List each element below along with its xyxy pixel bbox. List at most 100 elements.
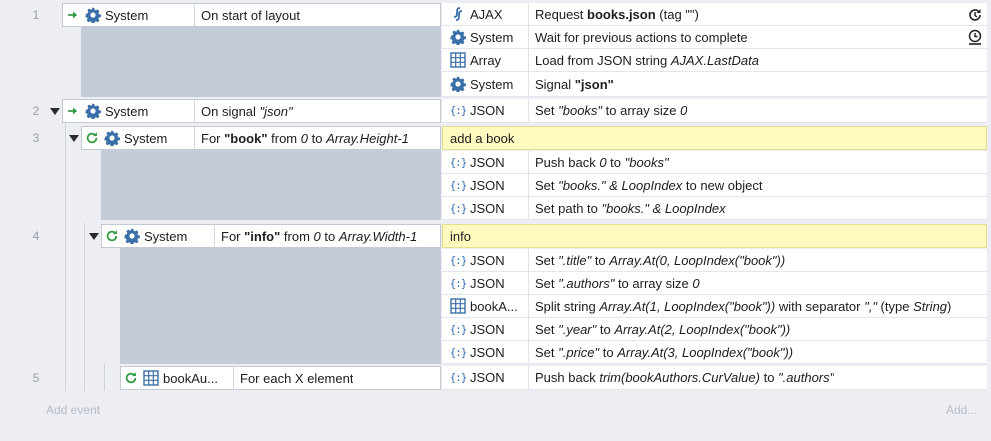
action-object: JSON bbox=[470, 321, 505, 337]
event-4-condition[interactable]: System For "info" from 0 to Array.Width-… bbox=[101, 224, 441, 248]
action-object: JSON bbox=[470, 177, 505, 193]
action-text: Set "books." & LoopIndex to new object bbox=[535, 177, 763, 193]
json-icon: {:} bbox=[449, 253, 468, 267]
grid-icon bbox=[450, 52, 466, 68]
action-text: Set ".title" to Array.At(0, LoopIndex("b… bbox=[535, 252, 786, 268]
action-row[interactable]: {:} JSON Set ".authors" to array size 0 bbox=[442, 272, 987, 295]
add-action-link[interactable]: Add... bbox=[946, 403, 978, 417]
trigger-icon bbox=[63, 4, 83, 26]
event-5-condition[interactable]: bookAu... For each X element bbox=[120, 366, 441, 390]
gear-icon bbox=[124, 228, 140, 244]
event-number: 5 bbox=[32, 371, 40, 385]
action-text: Request books.json (tag "") bbox=[535, 6, 699, 22]
event-number: 2 bbox=[32, 104, 40, 118]
action-object: JSON bbox=[470, 370, 505, 385]
action-row[interactable]: {:} JSON Set "books." & LoopIndex to new… bbox=[442, 174, 987, 197]
json-icon: {:} bbox=[449, 345, 468, 359]
loop-icon bbox=[121, 367, 141, 389]
json-icon: {:} bbox=[449, 155, 468, 169]
action-text: Set "books" to array size 0 bbox=[535, 103, 688, 118]
action-text: Push back 0 to "books" bbox=[535, 154, 669, 170]
json-icon: {:} bbox=[449, 104, 468, 117]
condition-area[interactable] bbox=[120, 248, 441, 364]
event-3-condition[interactable]: System For "book" from 0 to Array.Height… bbox=[81, 126, 441, 150]
action-text: Split string Array.At(1, LoopIndex("book… bbox=[535, 298, 952, 314]
action-object: JSON bbox=[470, 252, 505, 268]
gear-icon bbox=[450, 29, 466, 45]
condition-text: For each X element bbox=[240, 370, 354, 386]
event-2-condition[interactable]: System On signal "json" bbox=[62, 99, 441, 123]
loop-icon bbox=[82, 127, 102, 149]
action-text: Set ".price" to Array.At(3, LoopIndex("b… bbox=[535, 344, 794, 360]
json-icon: {:} bbox=[449, 276, 468, 290]
condition-object: System bbox=[124, 130, 168, 146]
indent-guide bbox=[65, 123, 66, 391]
action-row[interactable]: {:} JSON Set "books" to array size 0 bbox=[442, 99, 987, 123]
condition-text: For "book" from 0 to Array.Height-1 bbox=[201, 130, 409, 146]
condition-text: On start of layout bbox=[201, 7, 300, 23]
condition-text: On signal "json" bbox=[201, 103, 293, 119]
action-row[interactable]: Array Load from JSON string AJAX.LastDat… bbox=[442, 49, 987, 72]
action-text: Set ".year" to Array.At(2, LoopIndex("bo… bbox=[535, 321, 791, 337]
action-row[interactable]: AJAX Request books.json (tag "") bbox=[442, 3, 987, 26]
gear-icon bbox=[104, 130, 120, 146]
condition-area[interactable] bbox=[81, 27, 441, 97]
add-event-link[interactable]: Add event bbox=[46, 403, 101, 417]
action-row[interactable]: System Wait for previous actions to comp… bbox=[442, 26, 987, 49]
action-object: bookA... bbox=[470, 298, 518, 314]
indent-guide bbox=[84, 223, 85, 391]
loop-icon bbox=[102, 225, 122, 247]
event-number: 3 bbox=[32, 131, 40, 145]
action-row[interactable]: {:} JSON Push back 0 to "books" bbox=[442, 151, 987, 174]
comment[interactable]: add a book bbox=[442, 126, 987, 150]
collapse-toggle[interactable] bbox=[69, 135, 79, 142]
action-object: AJAX bbox=[470, 6, 503, 22]
action-object: JSON bbox=[470, 154, 505, 170]
action-text: Set path to "books." & LoopIndex bbox=[535, 200, 726, 216]
action-row[interactable]: System Signal "json" bbox=[442, 72, 987, 97]
refresh-icon bbox=[969, 9, 981, 21]
action-object: JSON bbox=[470, 200, 505, 216]
event-number: 4 bbox=[32, 229, 40, 243]
indent-guide bbox=[104, 364, 105, 391]
grid-icon bbox=[450, 298, 466, 314]
json-icon: {:} bbox=[449, 322, 468, 336]
trigger-icon bbox=[63, 100, 83, 122]
grid-icon bbox=[143, 370, 159, 386]
action-text: Load from JSON string AJAX.LastData bbox=[535, 52, 759, 68]
action-text: Set ".authors" to array size 0 bbox=[535, 275, 700, 291]
condition-area[interactable] bbox=[101, 150, 441, 220]
action-row[interactable]: {:} JSON Set path to "books." & LoopInde… bbox=[442, 197, 987, 220]
event-number: 1 bbox=[32, 8, 40, 22]
action-row[interactable]: {:} JSON Push back trim(bookAuthors.CurV… bbox=[442, 366, 987, 390]
gear-icon bbox=[450, 76, 466, 92]
ajax-icon bbox=[450, 6, 466, 22]
action-object: JSON bbox=[470, 103, 505, 118]
json-icon: {:} bbox=[449, 371, 468, 384]
condition-object: bookAu... bbox=[163, 370, 218, 386]
action-object: Array bbox=[470, 52, 502, 68]
action-object: JSON bbox=[470, 275, 505, 291]
action-row[interactable]: {:} JSON Set ".price" to Array.At(3, Loo… bbox=[442, 341, 987, 364]
gear-icon bbox=[85, 103, 101, 119]
json-icon: {:} bbox=[449, 201, 468, 215]
action-text: Signal "json" bbox=[535, 76, 614, 92]
action-object: System bbox=[470, 76, 514, 92]
condition-object: System bbox=[105, 7, 149, 23]
gear-icon bbox=[85, 7, 101, 23]
timer-icon bbox=[968, 29, 982, 45]
action-row[interactable]: {:} JSON Set ".title" to Array.At(0, Loo… bbox=[442, 249, 987, 272]
condition-object: System bbox=[144, 228, 188, 244]
comment[interactable]: info bbox=[442, 224, 987, 248]
collapse-toggle[interactable] bbox=[50, 108, 60, 115]
collapse-toggle[interactable] bbox=[89, 233, 99, 240]
condition-object: System bbox=[105, 103, 149, 119]
action-row[interactable]: bookA... Split string Array.At(1, LoopIn… bbox=[442, 295, 987, 318]
action-row[interactable]: {:} JSON Set ".year" to Array.At(2, Loop… bbox=[442, 318, 987, 341]
action-object: JSON bbox=[470, 344, 505, 360]
action-object: System bbox=[470, 29, 514, 45]
action-text: Wait for previous actions to complete bbox=[535, 29, 748, 45]
event-1-condition[interactable]: System On start of layout bbox=[62, 3, 441, 27]
action-text: Push back trim(bookAuthors.CurValue) to … bbox=[535, 370, 835, 385]
json-icon: {:} bbox=[449, 178, 468, 192]
